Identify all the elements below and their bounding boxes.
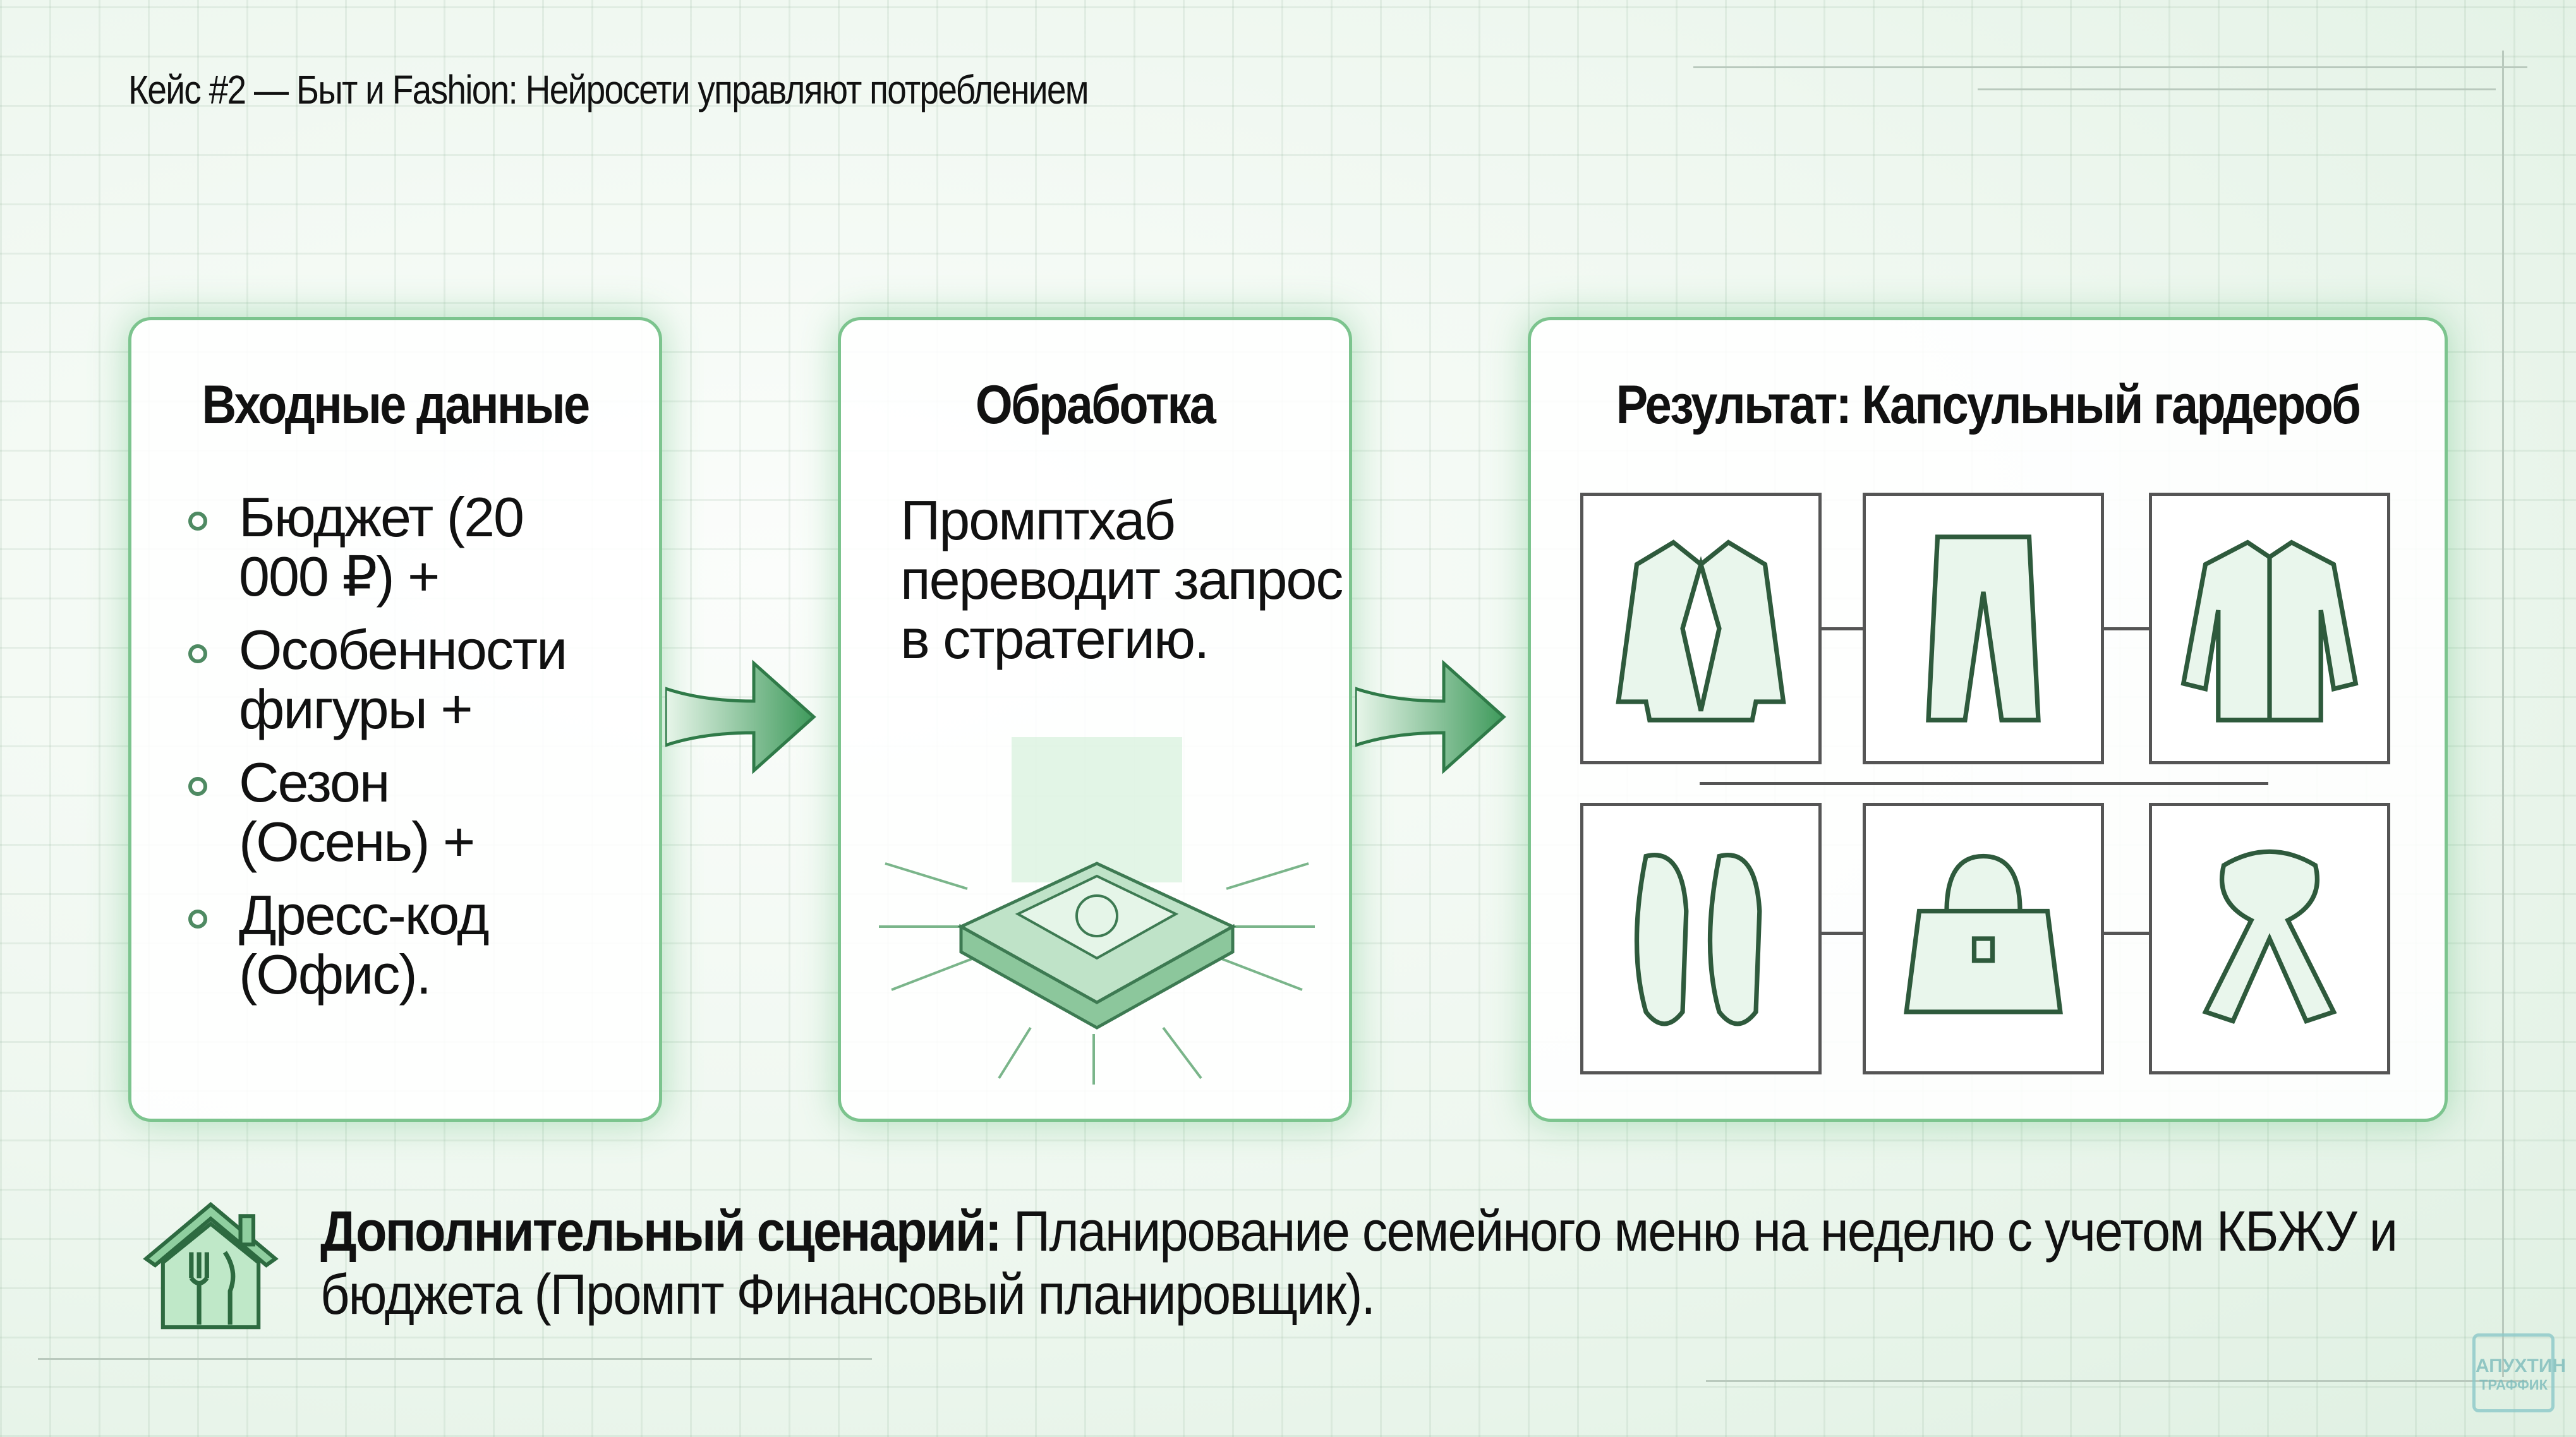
decor-line (1706, 1380, 2527, 1382)
bullet-icon (188, 644, 207, 663)
house-cutlery-icon (143, 1201, 279, 1330)
list-item: Бюджет (20 000 ₽) + (188, 488, 618, 606)
extra-label: Дополнительный сценарий: (320, 1200, 1002, 1263)
input-card: Входные данные Бюджет (20 000 ₽) + Особе… (128, 317, 662, 1122)
handbag-cell (1863, 803, 2104, 1074)
trousers-icon (1926, 534, 2041, 723)
decor-line (1978, 88, 2496, 90)
processing-text: Промптхаб переводит запрос в стратегию. (900, 489, 1343, 670)
logo-line1: АПУХТИН (2476, 1356, 2567, 1376)
item-text: Особенности фигуры + (239, 618, 567, 740)
connector (1820, 932, 1863, 935)
list-item: Особенности фигуры + (188, 620, 618, 739)
extra-scenario: Дополнительный сценарий: Планирование се… (320, 1200, 2538, 1326)
loafers-icon (1634, 853, 1762, 1026)
loafers-cell (1580, 803, 1822, 1074)
shirt-icon (2180, 539, 2359, 723)
blazer-icon (1616, 539, 1786, 723)
scarf-cell (2149, 803, 2390, 1074)
item-text: Сезон (Осень) + (239, 751, 475, 873)
arrow-right-icon (1355, 659, 1506, 774)
list-item: Сезон (Осень) + (188, 753, 580, 872)
decor-line (2502, 51, 2504, 1377)
arrow-right-icon (665, 659, 816, 774)
bullet-icon (188, 512, 207, 531)
page-title: Кейс #2 — Быт и Fashion: Нейросети управ… (128, 67, 1089, 112)
decor-line (1693, 66, 2527, 68)
processing-card: Обработка Промптхаб переводит запрос в с… (838, 317, 1352, 1122)
bullet-icon (188, 777, 207, 796)
connector (2103, 627, 2149, 630)
extra-text: Планирование семейного меню на неделю с … (320, 1200, 2398, 1326)
ai-chip-icon (879, 737, 1315, 1085)
logo-line2: ТРАФФИК (2479, 1377, 2548, 1393)
processing-heading: Обработка (975, 375, 1216, 435)
result-heading: Результат: Капсульный гардероб (1616, 375, 2361, 435)
input-heading: Входные данные (202, 375, 591, 435)
connector (1700, 782, 2268, 785)
scarf-icon (2202, 849, 2337, 1024)
input-list: Бюджет (20 000 ₽) + Особенности фигуры +… (188, 488, 618, 1018)
trousers-cell (1863, 493, 2104, 764)
item-text: Дресс-код (Офис). (239, 884, 490, 1006)
bullet-icon (188, 910, 207, 929)
connector (1820, 627, 1863, 630)
shirt-cell (2149, 493, 2390, 764)
item-text: Бюджет (20 000 ₽) + (239, 486, 524, 608)
decor-line (38, 1358, 872, 1360)
connector (2103, 932, 2149, 935)
blazer-cell (1580, 493, 1822, 764)
handbag-icon (1904, 853, 2063, 1014)
list-item: Дресс-код (Офис). (188, 886, 618, 1004)
